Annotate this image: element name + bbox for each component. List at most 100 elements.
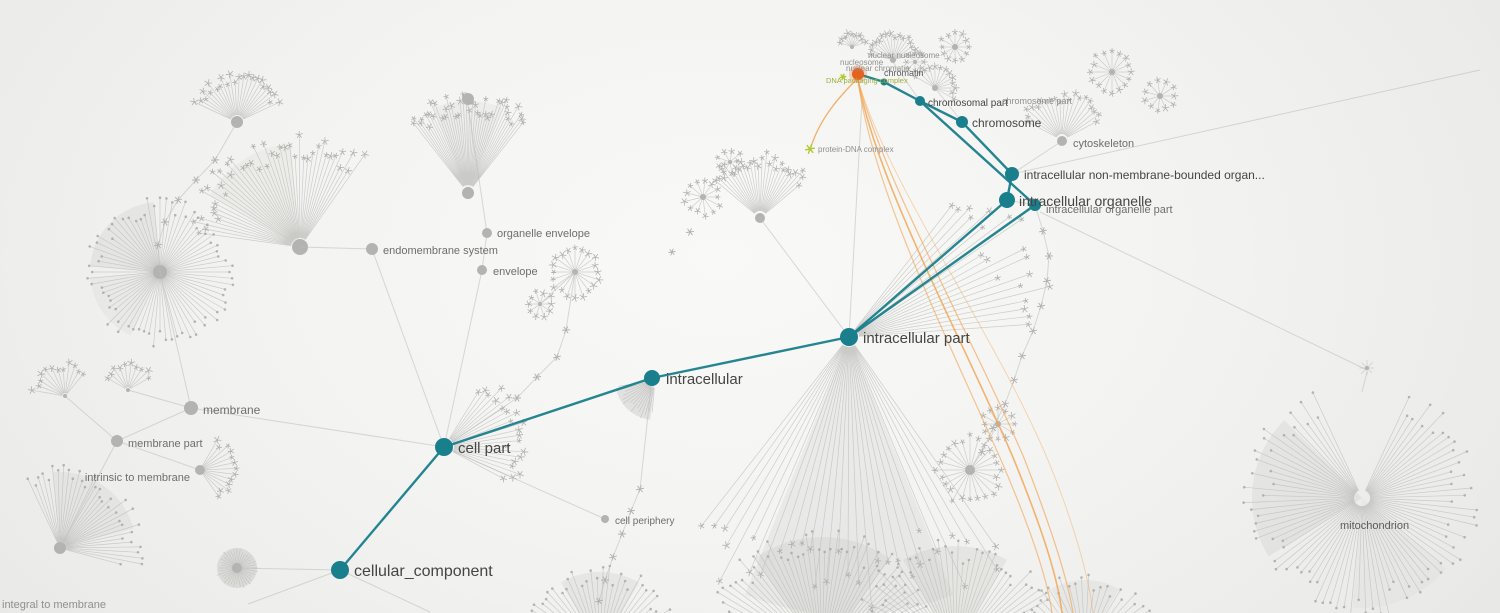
cluster-wedge (561, 572, 639, 613)
cluster-fan-dot (639, 574, 643, 577)
cluster-center-node[interactable] (913, 60, 917, 64)
node-non_membrane_bounded_organelle[interactable] (1005, 167, 1019, 181)
cluster-fan-tips (1023, 89, 1102, 126)
cluster-center-node[interactable] (1109, 69, 1115, 75)
cluster-fan-dot (1037, 588, 1041, 592)
cluster-center-node[interactable] (462, 187, 474, 199)
term-star-node[interactable] (532, 373, 542, 381)
node-intracellular_organelle_part[interactable] (1029, 199, 1041, 211)
cluster-center-node[interactable] (700, 194, 706, 200)
cluster-fan-dot (26, 477, 30, 481)
cluster-wedge (53, 472, 134, 548)
cluster-fan-dot (51, 464, 54, 468)
cluster-fan-dot (870, 609, 874, 613)
node-endomembrane_system[interactable] (366, 243, 378, 255)
cluster-fan-dot (1472, 515, 1476, 519)
node-cytoskeleton[interactable] (1057, 136, 1067, 146)
node-intracellular_organelle[interactable] (999, 192, 1015, 208)
cluster-fan-dot (891, 575, 895, 579)
cluster-center-node[interactable] (728, 160, 732, 164)
node-green_mark[interactable] (839, 73, 847, 81)
cluster-fan-dot (1459, 558, 1462, 561)
cluster-fan (941, 32, 969, 61)
cluster-fan-dot (626, 588, 629, 591)
cluster-fan-dot (114, 307, 117, 311)
node-nucleosome[interactable] (852, 68, 864, 80)
cluster-fan-dot (644, 589, 648, 592)
cluster-fan-dot (883, 573, 886, 576)
node-dna_complex_node[interactable] (804, 144, 816, 154)
cluster-fan-dot (716, 590, 719, 594)
cluster-fan-tips (867, 29, 924, 58)
cluster-fan-dot (918, 547, 921, 550)
term-star-node[interactable] (668, 248, 676, 256)
cluster-fan (193, 134, 366, 247)
cluster-fan-dot (137, 523, 141, 526)
cluster-fan-dot (766, 540, 769, 543)
cluster-fan-dot (752, 566, 756, 569)
label-chromosome: chromosome (972, 116, 1042, 130)
term-star-node[interactable] (1044, 252, 1054, 260)
term-star-node[interactable] (512, 394, 522, 402)
cluster-center-node[interactable] (952, 44, 958, 50)
node-envelope[interactable] (477, 265, 487, 275)
term-star-node[interactable] (1038, 227, 1048, 235)
cluster-fan-dot (120, 523, 124, 527)
node-organelle_envelope[interactable] (482, 228, 492, 238)
term-star-node[interactable] (685, 228, 695, 236)
cluster-fan-tips (104, 358, 153, 382)
cluster-fan-dot (595, 576, 599, 580)
cluster-fan-dot (1274, 567, 1278, 571)
node-intracellular_part[interactable] (840, 328, 858, 346)
node-chromatin_node[interactable] (880, 78, 888, 86)
node-cell_periphery[interactable] (601, 515, 609, 523)
cluster-fan (107, 362, 149, 389)
node-membrane_part[interactable] (111, 435, 123, 447)
cluster-fan-dot (1342, 605, 1346, 609)
cluster-fan-dot (95, 241, 99, 244)
cluster-fan-dot (875, 564, 879, 568)
cluster-wedge (615, 380, 655, 420)
cluster-fan-dot (142, 330, 146, 333)
node-cellular_component[interactable] (331, 561, 349, 579)
term-star-node[interactable] (173, 196, 183, 204)
term-star-node[interactable] (191, 176, 201, 184)
cluster-fan-dot (113, 216, 116, 220)
cluster-fan-dot (83, 485, 87, 489)
cluster-fan-dot (1004, 571, 1008, 574)
cluster-fan-dot (98, 495, 101, 499)
cluster-fan-dot (216, 243, 219, 247)
cluster-fan-dot (140, 562, 144, 566)
cluster-fan (202, 439, 237, 497)
cluster-center-node[interactable] (850, 45, 854, 49)
cluster-fan-dot (908, 557, 912, 561)
label-cytoskeleton: cytoskeleton (1073, 138, 1134, 150)
node-chromosome[interactable] (956, 116, 968, 128)
node-intracellular[interactable] (644, 370, 660, 386)
node-cell_part[interactable] (435, 438, 453, 456)
free-label-1: mitochondrion (1340, 520, 1409, 532)
cluster-fan-dot (897, 562, 900, 566)
cluster-fan-dot (47, 478, 51, 482)
cluster-fan-dot (212, 233, 215, 236)
cluster-fan (717, 530, 927, 613)
free-label-8: protein-DNA complex (818, 145, 894, 154)
term-star-node[interactable] (561, 326, 571, 334)
cluster-wedge (90, 272, 160, 336)
cluster-center-node[interactable] (890, 57, 896, 63)
cluster-fan-dot (1254, 522, 1258, 525)
cluster-fan-tips (190, 130, 369, 236)
cluster-fan-tips (680, 177, 724, 220)
node-envelope_fan_dot[interactable] (462, 93, 474, 105)
cluster-center-node[interactable] (1157, 93, 1163, 99)
cluster-fan-tips (213, 436, 240, 500)
node-intrinsic_to_membrane[interactable] (195, 465, 205, 475)
cluster-fan-dot (916, 588, 920, 592)
node-chromosomal_part[interactable] (915, 96, 925, 106)
cluster-fan-dot (1311, 391, 1315, 394)
cluster-fan-dot (87, 264, 91, 268)
node-membrane[interactable] (184, 401, 198, 415)
cluster-fan-dot (100, 255, 103, 258)
